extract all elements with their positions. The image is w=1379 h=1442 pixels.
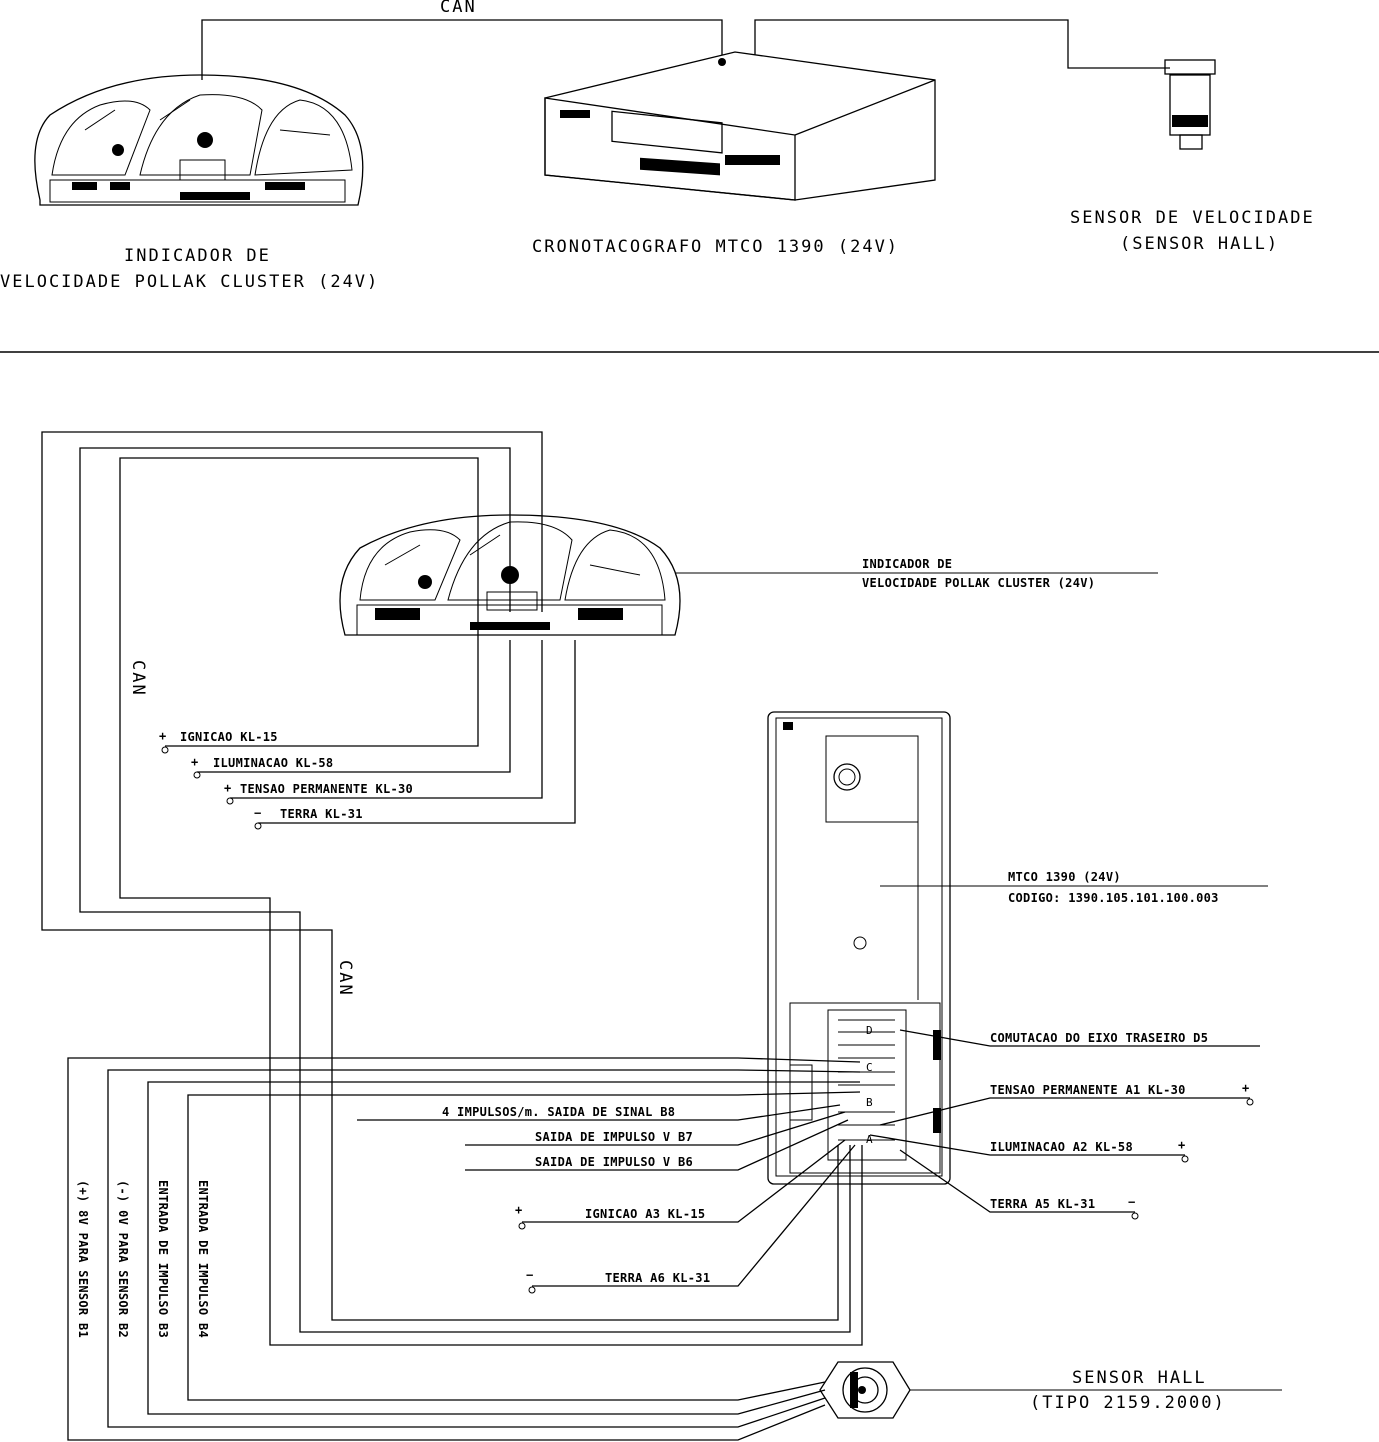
wire-b8 <box>357 1104 841 1121</box>
mtco-unit-illustration <box>767 711 951 1185</box>
top-can-label: CAN <box>440 0 477 17</box>
top-hall-sensor-illustration <box>1164 59 1216 150</box>
wire-b2 <box>107 1069 861 1428</box>
connector-letter-b: B <box>866 1096 873 1109</box>
pin-iluminacao-kl58: ILUMINACAO KL-58 <box>213 756 334 770</box>
wire-tensao-kl30 <box>230 640 543 799</box>
sensor-hall-caption-line2: (TIPO 2159.2000) <box>1030 1393 1226 1413</box>
can-wire-inner <box>119 457 863 1346</box>
pin-tensao-kl30: TENSAO PERMANENTE KL-30 <box>240 782 414 796</box>
top-cluster-illustration <box>34 74 364 206</box>
wire-b3 <box>147 1081 860 1415</box>
pin-terra-a5: TERRA A5 KL-31 <box>990 1197 1096 1211</box>
wire-iluminacao-kl58 <box>197 640 511 773</box>
top-sensor-wire <box>754 19 1170 69</box>
pin-sign: − <box>254 806 262 820</box>
can-label-center: CAN <box>335 960 355 997</box>
bottom-cluster-illustration <box>339 514 681 636</box>
wire-iluminacao-a2 <box>869 1134 1185 1156</box>
pin-iluminacao-a2: ILUMINACAO A2 KL-58 <box>990 1140 1133 1154</box>
wire-tensao-a1 <box>879 1097 1250 1126</box>
wire-terra-a5 <box>899 1149 1135 1213</box>
wire-terra-a6 <box>532 1144 856 1287</box>
label-b2: (-) 0V PARA SENSOR B2 <box>116 1180 130 1339</box>
pin-sign: − <box>1128 1195 1136 1209</box>
top-can-bus-wire <box>201 19 723 80</box>
label-b1: (+) 8V PARA SENSOR B1 <box>76 1180 90 1339</box>
label-b4: ENTRADA DE IMPULSO B4 <box>196 1180 210 1339</box>
top-tacho-caption: CRONOTACOGRAFO MTCO 1390 (24V) <box>532 237 900 257</box>
pin-comutacao-d5: COMUTACAO DO EIXO TRASEIRO D5 <box>990 1031 1209 1045</box>
connector-letter-c: C <box>866 1061 873 1074</box>
top-sensor-caption-line2: (SENSOR HALL) <box>1120 234 1280 254</box>
connector-letter-a: A <box>866 1133 873 1146</box>
wire-b4 <box>187 1091 861 1401</box>
top-sensor-caption-line1: SENSOR DE VELOCIDADE <box>1070 208 1315 228</box>
label-b3: ENTRADA DE IMPULSO B3 <box>156 1180 170 1339</box>
connector-letter-d: D <box>866 1024 873 1037</box>
wire-b1 <box>67 1057 861 1441</box>
can-wire-mid <box>79 447 851 1333</box>
bottom-hall-sensor-illustration <box>819 1361 911 1419</box>
cluster-caption-line1: INDICADOR DE <box>862 557 953 571</box>
pin-b7: SAIDA DE IMPULSO V B7 <box>535 1130 694 1144</box>
pin-ignicao-a3: IGNICAO A3 KL-15 <box>585 1207 706 1221</box>
top-tachograph-illustration <box>544 51 936 201</box>
mtco-model: MTCO 1390 (24V) <box>1008 870 1121 884</box>
wire-ignicao-kl15 <box>165 612 479 747</box>
pin-sign: + <box>159 729 167 743</box>
pin-sign: + <box>1242 1081 1250 1095</box>
wire-b6 <box>465 1119 849 1171</box>
pin-b8: 4 IMPULSOS/m. SAIDA DE SINAL B8 <box>442 1105 676 1119</box>
wire-comutacao-d5 <box>899 1029 1260 1047</box>
pin-terra-kl31: TERRA KL-31 <box>280 807 363 821</box>
pin-sign: + <box>515 1203 523 1217</box>
wire-b7 <box>465 1111 846 1146</box>
mtco-code: CODIGO: 1390.105.101.100.003 <box>1008 891 1219 905</box>
pin-ignicao-kl15: IGNICAO KL-15 <box>180 730 278 744</box>
wire-terra-kl31 <box>258 640 576 824</box>
top-cluster-caption-line1: INDICADOR DE <box>124 246 271 266</box>
top-cluster-caption-line2: VELOCIDADE POLLAK CLUSTER (24V) <box>0 272 380 292</box>
cluster-caption-line2: VELOCIDADE POLLAK CLUSTER (24V) <box>862 576 1096 590</box>
pin-terra-a6: TERRA A6 KL-31 <box>605 1271 711 1285</box>
pin-sign: − <box>526 1268 534 1282</box>
pin-sign: + <box>191 755 199 769</box>
sensor-hall-caption-line1: SENSOR HALL <box>1072 1368 1207 1388</box>
wire-ignicao-a3 <box>522 1139 846 1223</box>
pin-sign: + <box>1178 1138 1186 1152</box>
can-wire-outer <box>41 431 839 1321</box>
pin-sign: + <box>224 781 232 795</box>
pin-tensao-a1: TENSAO PERMANENTE A1 KL-30 <box>990 1083 1186 1097</box>
can-label-left: CAN <box>128 660 148 697</box>
pin-b6: SAIDA DE IMPULSO V B6 <box>535 1155 694 1169</box>
